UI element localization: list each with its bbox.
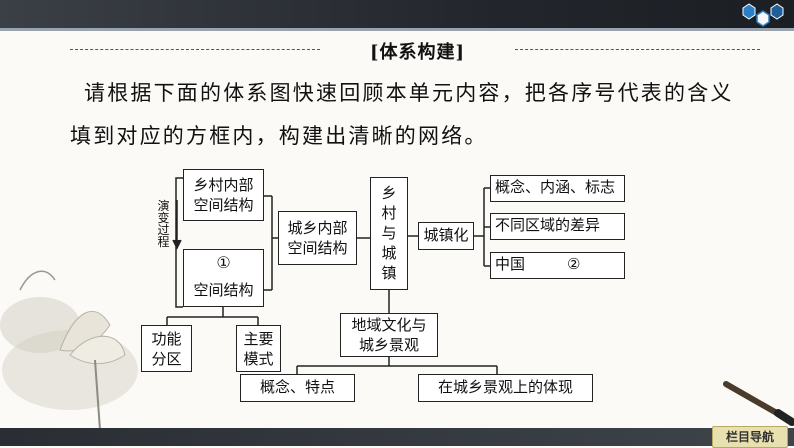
blank-1-box[interactable]: ① 空间结构 [183, 249, 264, 307]
concept-features-box: 概念、特点 [240, 374, 355, 402]
dashed-divider-right [515, 49, 760, 50]
landscape-reflection-box: 在城乡景观上的体现 [418, 374, 593, 402]
rural-and-town-root-box: 乡 村 与 城 镇 [370, 177, 408, 290]
main-pattern-box: 主要 模式 [236, 325, 281, 372]
regional-difference-box: 不同区域的差异 [490, 213, 625, 240]
rural-spatial-structure-box: 乡村内部 空间结构 [183, 169, 264, 221]
dashed-divider-left [70, 49, 320, 50]
urbanization-box: 城镇化 [418, 222, 474, 250]
urban-rural-spatial-structure-box: 城乡内部 空间结构 [278, 211, 357, 265]
footer-bar [0, 428, 794, 446]
functional-zone-box: 功能 分区 [141, 325, 192, 372]
header-bar [0, 0, 794, 28]
instruction-line-2: 填到对应的方框内，构建出清晰的网络。 [70, 124, 488, 148]
section-navigation-button[interactable]: 栏目导航 [712, 426, 788, 448]
section-title: [体系构建] [369, 42, 466, 63]
instruction-line-1: 请根据下面的体系图快速回顾本单元内容，把各序号代表的含义 [84, 81, 734, 105]
header-accent-line [0, 28, 794, 31]
regional-culture-landscape-box: 地域文化与 城乡景观 [340, 313, 438, 357]
blank-1-suffix: 空间结构 [193, 281, 254, 299]
blank-2-number: ② [567, 255, 581, 273]
concept-connotation-box: 概念、内涵、标志 [490, 175, 625, 202]
brush-decoration [723, 381, 794, 426]
china-urbanization-box[interactable]: 中国 ② [490, 252, 625, 279]
china-label: 中国 [495, 255, 526, 273]
blank-1-number: ① [216, 253, 231, 272]
lotus-painting-decoration [0, 270, 138, 430]
hexagon-logo-icon [742, 3, 784, 27]
section-title-row: [体系构建] [70, 38, 760, 63]
evolution-process-label: 演 变 过 程 [157, 199, 170, 249]
